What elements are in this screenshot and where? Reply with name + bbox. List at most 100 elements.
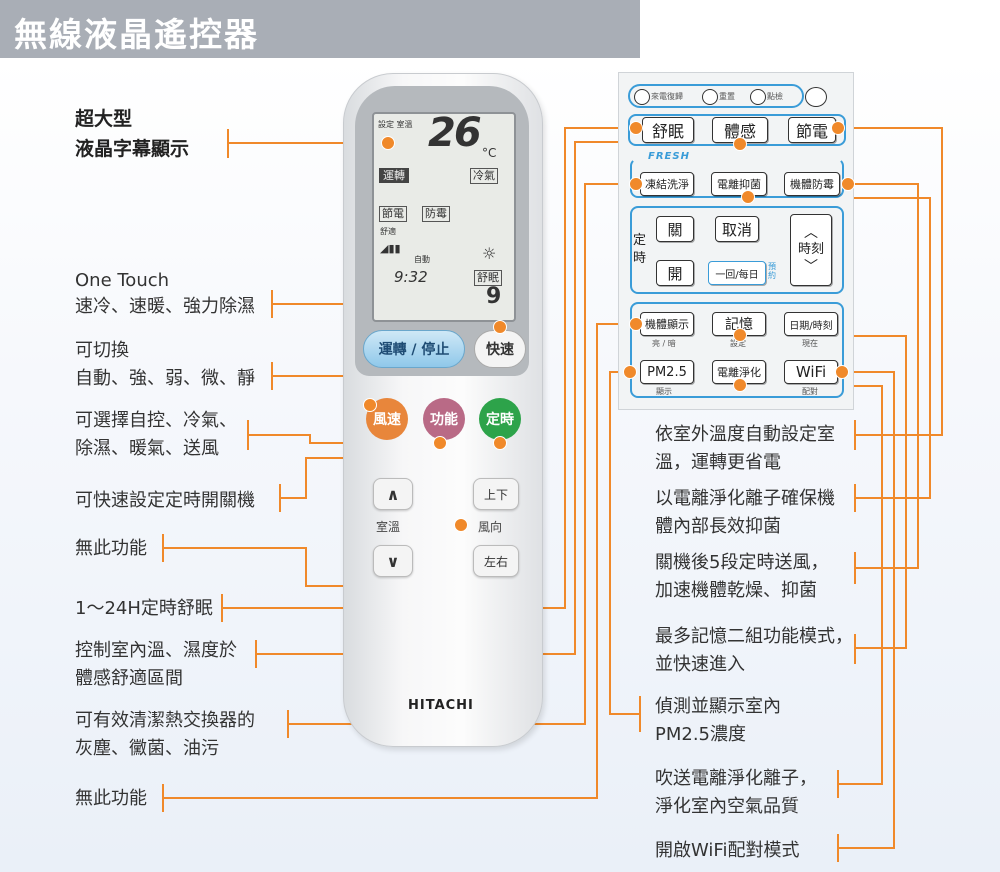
lcd-run-label: 運轉 bbox=[379, 168, 409, 183]
label-clean-line1: 可有效清潔熱交換器的 bbox=[75, 710, 255, 731]
timer-button[interactable]: 定時 bbox=[479, 398, 521, 440]
label-sleep: 1～24H定時舒眠 bbox=[75, 598, 213, 619]
lcd-temperature: 26 bbox=[428, 110, 482, 156]
label-eco-line1: 依室外溫度自動設定室 bbox=[655, 424, 835, 445]
freeze-wash-button[interactable]: 凍結洗淨 bbox=[640, 172, 694, 196]
lcd-sleep-label: 舒眠 bbox=[474, 270, 502, 286]
label-memory-line2: 並快速進入 bbox=[655, 654, 745, 675]
dot-function bbox=[433, 436, 447, 450]
fresh-label: FRESH bbox=[648, 151, 690, 162]
label-pm25-line2: PM2.5濃度 bbox=[655, 724, 747, 745]
dot-panel-eco bbox=[831, 121, 845, 135]
dot-panel-sleep bbox=[629, 121, 643, 135]
label-purify-line2: 淨化室內空氣品質 bbox=[655, 796, 799, 817]
panel-sleep-button[interactable]: 舒眠 bbox=[642, 117, 694, 143]
reserve-label: 預約 bbox=[768, 262, 776, 280]
dot-display bbox=[629, 317, 643, 331]
timer-on-button[interactable]: 開 bbox=[656, 260, 694, 286]
page-title: 無線液晶遙控器 bbox=[14, 15, 259, 54]
dot-memory bbox=[733, 328, 747, 342]
top-row-frame bbox=[628, 84, 804, 108]
label-ion-line2: 體內部長效抑菌 bbox=[655, 516, 781, 537]
time-label: 時刻 bbox=[797, 242, 824, 257]
label-pm25-line1: 偵測並顯示室內 bbox=[655, 696, 781, 717]
mold-proof-button[interactable]: 機體防霉 bbox=[784, 172, 840, 196]
temp-down-button[interactable]: ∨ bbox=[373, 545, 413, 577]
label-swing: 無此功能 bbox=[75, 538, 147, 559]
timer-cancel-button[interactable]: 取消 bbox=[715, 216, 759, 242]
display-sub-label: 亮 / 暗 bbox=[652, 339, 676, 348]
line-dry bbox=[848, 183, 919, 584]
lcd-eco-label: 節電 bbox=[379, 206, 407, 222]
lcd-comfort-label: 舒適 bbox=[380, 227, 396, 236]
line-wifi bbox=[837, 371, 895, 862]
fan-bars-icon: ◢▮▮ bbox=[380, 242, 401, 255]
reset-call-button[interactable] bbox=[634, 89, 650, 105]
time-adjust-button[interactable]: ︿ 時刻 ﹀ bbox=[790, 214, 832, 286]
blank-round-button[interactable] bbox=[805, 87, 827, 107]
dot-panel-comfort bbox=[733, 137, 747, 151]
once-daily-button[interactable]: 一回/每日 bbox=[708, 261, 766, 285]
line-eco bbox=[838, 127, 943, 450]
date-sub-label: 現在 bbox=[802, 339, 818, 348]
dot-pm25 bbox=[623, 365, 637, 379]
temp-up-button[interactable]: ∧ bbox=[373, 478, 413, 510]
lcd-time: 9:32 bbox=[394, 268, 428, 286]
dot-quick bbox=[493, 320, 507, 334]
dot-fan bbox=[363, 398, 377, 412]
label-wifi: 開啟WiFi配對模式 bbox=[655, 840, 800, 861]
dot-wind bbox=[454, 518, 468, 532]
pm25-sub-label: 顯示 bbox=[656, 387, 672, 396]
wind-dir-label: 風向 bbox=[478, 520, 503, 534]
pm25-button[interactable]: PM2.5 bbox=[640, 360, 694, 384]
quick-button[interactable]: 快速 bbox=[474, 330, 526, 368]
label-comfort-line2: 體感舒適區間 bbox=[75, 668, 183, 689]
room-temp-label: 室溫 bbox=[376, 520, 401, 534]
label-dry-line2: 加速機體乾燥、抑菌 bbox=[655, 580, 817, 601]
left-right-button[interactable]: 左右 bbox=[473, 545, 519, 577]
label-none2: 無此功能 bbox=[75, 788, 147, 809]
label-clean-line2: 灰塵、黴菌、油污 bbox=[75, 738, 219, 759]
lcd-setting-label: 設定 室溫 bbox=[378, 120, 413, 129]
dot-lcd bbox=[381, 136, 395, 150]
dot-ion-purify bbox=[733, 378, 747, 392]
line-pm25 bbox=[609, 371, 641, 732]
title-bar bbox=[0, 0, 640, 58]
arrow-up-icon: ︿ bbox=[804, 225, 818, 241]
function-button[interactable]: 功能 bbox=[423, 398, 465, 440]
label-timer: 可快速設定定時開關機 bbox=[75, 490, 255, 511]
date-time-button[interactable]: 日期/時刻 bbox=[784, 312, 838, 336]
display-button[interactable]: 機體顯示 bbox=[640, 312, 694, 336]
label-onetouch-line2: 速冷、速暖、強力除濕 bbox=[75, 296, 255, 317]
wifi-sub-label: 配對 bbox=[802, 387, 818, 396]
dot-timer bbox=[493, 436, 507, 450]
lower-frame bbox=[630, 302, 844, 398]
lcd-cool-label: 冷氣 bbox=[470, 168, 498, 184]
memory-sub-label: 設定 bbox=[730, 339, 746, 348]
lcd-auto-label: 自動 bbox=[414, 255, 430, 264]
timer-group-label: 定時 bbox=[633, 233, 647, 266]
up-down-button[interactable]: 上下 bbox=[473, 478, 519, 510]
label-mode-line2: 除濕、暖氣、送風 bbox=[75, 438, 219, 459]
sun-icon: ☼ bbox=[482, 244, 497, 263]
label-fan-line1: 可切換 bbox=[75, 340, 129, 361]
label-fan-line2: 自動、強、弱、微、靜 bbox=[75, 368, 255, 389]
reset-call-label: 來電復歸 bbox=[651, 92, 683, 101]
ion-suppress-button[interactable]: 電離抑菌 bbox=[711, 172, 767, 196]
timer-frame bbox=[630, 206, 844, 294]
label-lcd-line1: 超大型 bbox=[75, 108, 133, 130]
label-onetouch-line1: One Touch bbox=[75, 270, 170, 291]
power-button[interactable]: 運轉 / 停止 bbox=[363, 330, 465, 368]
wifi-button[interactable]: WiFi bbox=[784, 360, 838, 384]
label-purify-line1: 吹送電離淨化離子， bbox=[655, 768, 817, 789]
arrow-down-icon: ﹀ bbox=[804, 259, 818, 275]
panel-eco-button[interactable]: 節電 bbox=[788, 117, 836, 143]
timer-off-button[interactable]: 關 bbox=[656, 216, 694, 242]
lcd-unit: °C bbox=[482, 146, 497, 160]
line-none2 bbox=[162, 323, 636, 812]
reset-button[interactable] bbox=[702, 89, 718, 105]
lcd-mold-label: 防霉 bbox=[422, 206, 450, 222]
check-button[interactable] bbox=[750, 89, 766, 105]
label-eco-line2: 溫，運轉更省電 bbox=[655, 452, 781, 473]
dot-ion-suppress bbox=[741, 190, 755, 204]
